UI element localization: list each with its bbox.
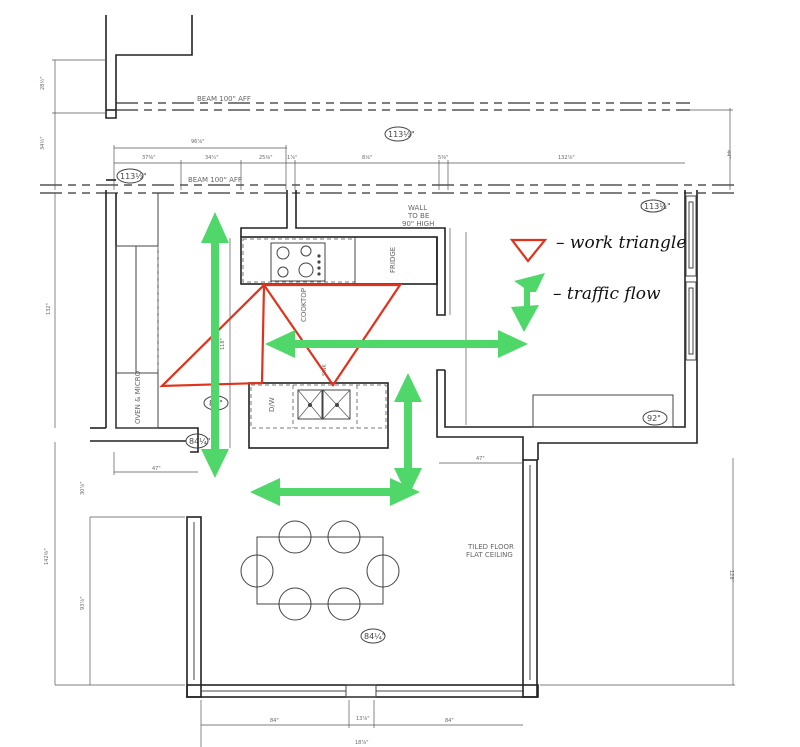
floor-label-1: TILED FLOOR [467, 543, 514, 551]
dishwasher-label: D/W [268, 397, 276, 412]
back-counter [240, 236, 438, 285]
ceiling-height-top: 113½" [384, 126, 415, 142]
svg-text:113½": 113½" [120, 172, 147, 181]
legend-work-triangle: – work triangle [556, 233, 686, 253]
right-wall [436, 190, 698, 460]
beam-upper-label: BEAM 100" AFF [197, 95, 251, 103]
left-wall [90, 179, 199, 453]
fridge-label: FRIDGE [389, 247, 397, 273]
ceiling-height-left: 113½" [116, 168, 147, 184]
cooktop-label: COOKTOP [300, 288, 308, 322]
dim-seg2: 34¼" [205, 155, 219, 161]
dim-seg1: 37⅜" [142, 155, 156, 161]
dim-left-gap: 30⅞" [80, 481, 86, 495]
dim-seg6: 5⅜" [438, 155, 448, 161]
dim-left-dining: 142⅜" [44, 548, 50, 565]
sink-icon [297, 389, 351, 420]
flow-arrow-left-vertical [201, 212, 229, 478]
oven-label: OVEN & MICRO [134, 370, 142, 424]
kitchen-wall [240, 190, 446, 316]
traffic-flow-arrows [201, 212, 528, 506]
dim-aisle: 118" [220, 338, 226, 350]
dining-table [240, 520, 400, 621]
dim-seg3: 25⅜" [259, 155, 273, 161]
dim-left-kitchen: 132" [46, 303, 52, 315]
wall-note-3: 90" HIGH [402, 220, 434, 228]
desk-ceiling-height: 92" [647, 414, 661, 423]
ceiling-height-right: 113½" [640, 199, 671, 213]
beam-lower-label: BEAM 100" AFF [188, 176, 242, 184]
legend: – work triangle – traffic flow [509, 233, 686, 332]
svg-text:113½": 113½" [388, 130, 415, 139]
ceiling-height-island-2: 84¼" [185, 433, 211, 449]
work-triangle-legend-icon [509, 238, 548, 263]
flow-arrow-right-vertical [394, 373, 422, 497]
island [248, 382, 389, 449]
dim-left-top: 28½" [39, 76, 46, 90]
tall-cabinets [115, 193, 159, 429]
svg-text:84¼": 84¼" [189, 437, 211, 446]
upper-wall [105, 15, 193, 119]
flow-arrow-aisle-horizontal [265, 330, 528, 358]
dim-bottom-mid: 13⅞" [356, 716, 370, 722]
dim-seg5: 8⅛" [362, 155, 372, 161]
svg-text:84¼": 84¼" [364, 632, 386, 641]
dim-bottom-total: 18⅞" [355, 740, 369, 746]
beam-lower [40, 184, 735, 194]
dim-bottom-right: 84" [445, 718, 454, 724]
wall-note-1: WALL [408, 204, 427, 212]
floor-label-2: FLAT CEILING [466, 551, 513, 559]
svg-text:113½": 113½" [644, 202, 671, 211]
dim-opening-right: 47" [476, 456, 485, 462]
dim-left-mid: 34½" [39, 136, 46, 150]
cooktop-icon [270, 242, 326, 282]
dim-right-dining: 128" [728, 570, 734, 582]
traffic-flow-legend-icon [511, 273, 545, 332]
flow-arrow-dining-horizontal [250, 478, 420, 506]
dim-opening-left: 47" [152, 466, 161, 472]
dim-seg7: 132⅞" [558, 155, 575, 161]
dim-right-top: 44" [725, 150, 731, 159]
dim-left-window: 93⅞" [80, 596, 86, 610]
dim-seg4: 1⅞" [287, 155, 297, 161]
wall-note-2: TO BE [407, 212, 429, 220]
beam-upper [116, 102, 733, 111]
sink-label: SINK [322, 364, 328, 376]
dim-overall-top: 96⅞" [191, 139, 205, 145]
legend-traffic-flow: – traffic flow [553, 284, 661, 304]
top-dimensions [52, 59, 731, 428]
dining-walls [186, 459, 539, 698]
desk: 92" [532, 394, 674, 428]
ceiling-height-dining: 84¼" [360, 628, 386, 644]
dim-bottom-left: 84" [270, 718, 279, 724]
work-triangle [159, 282, 403, 388]
